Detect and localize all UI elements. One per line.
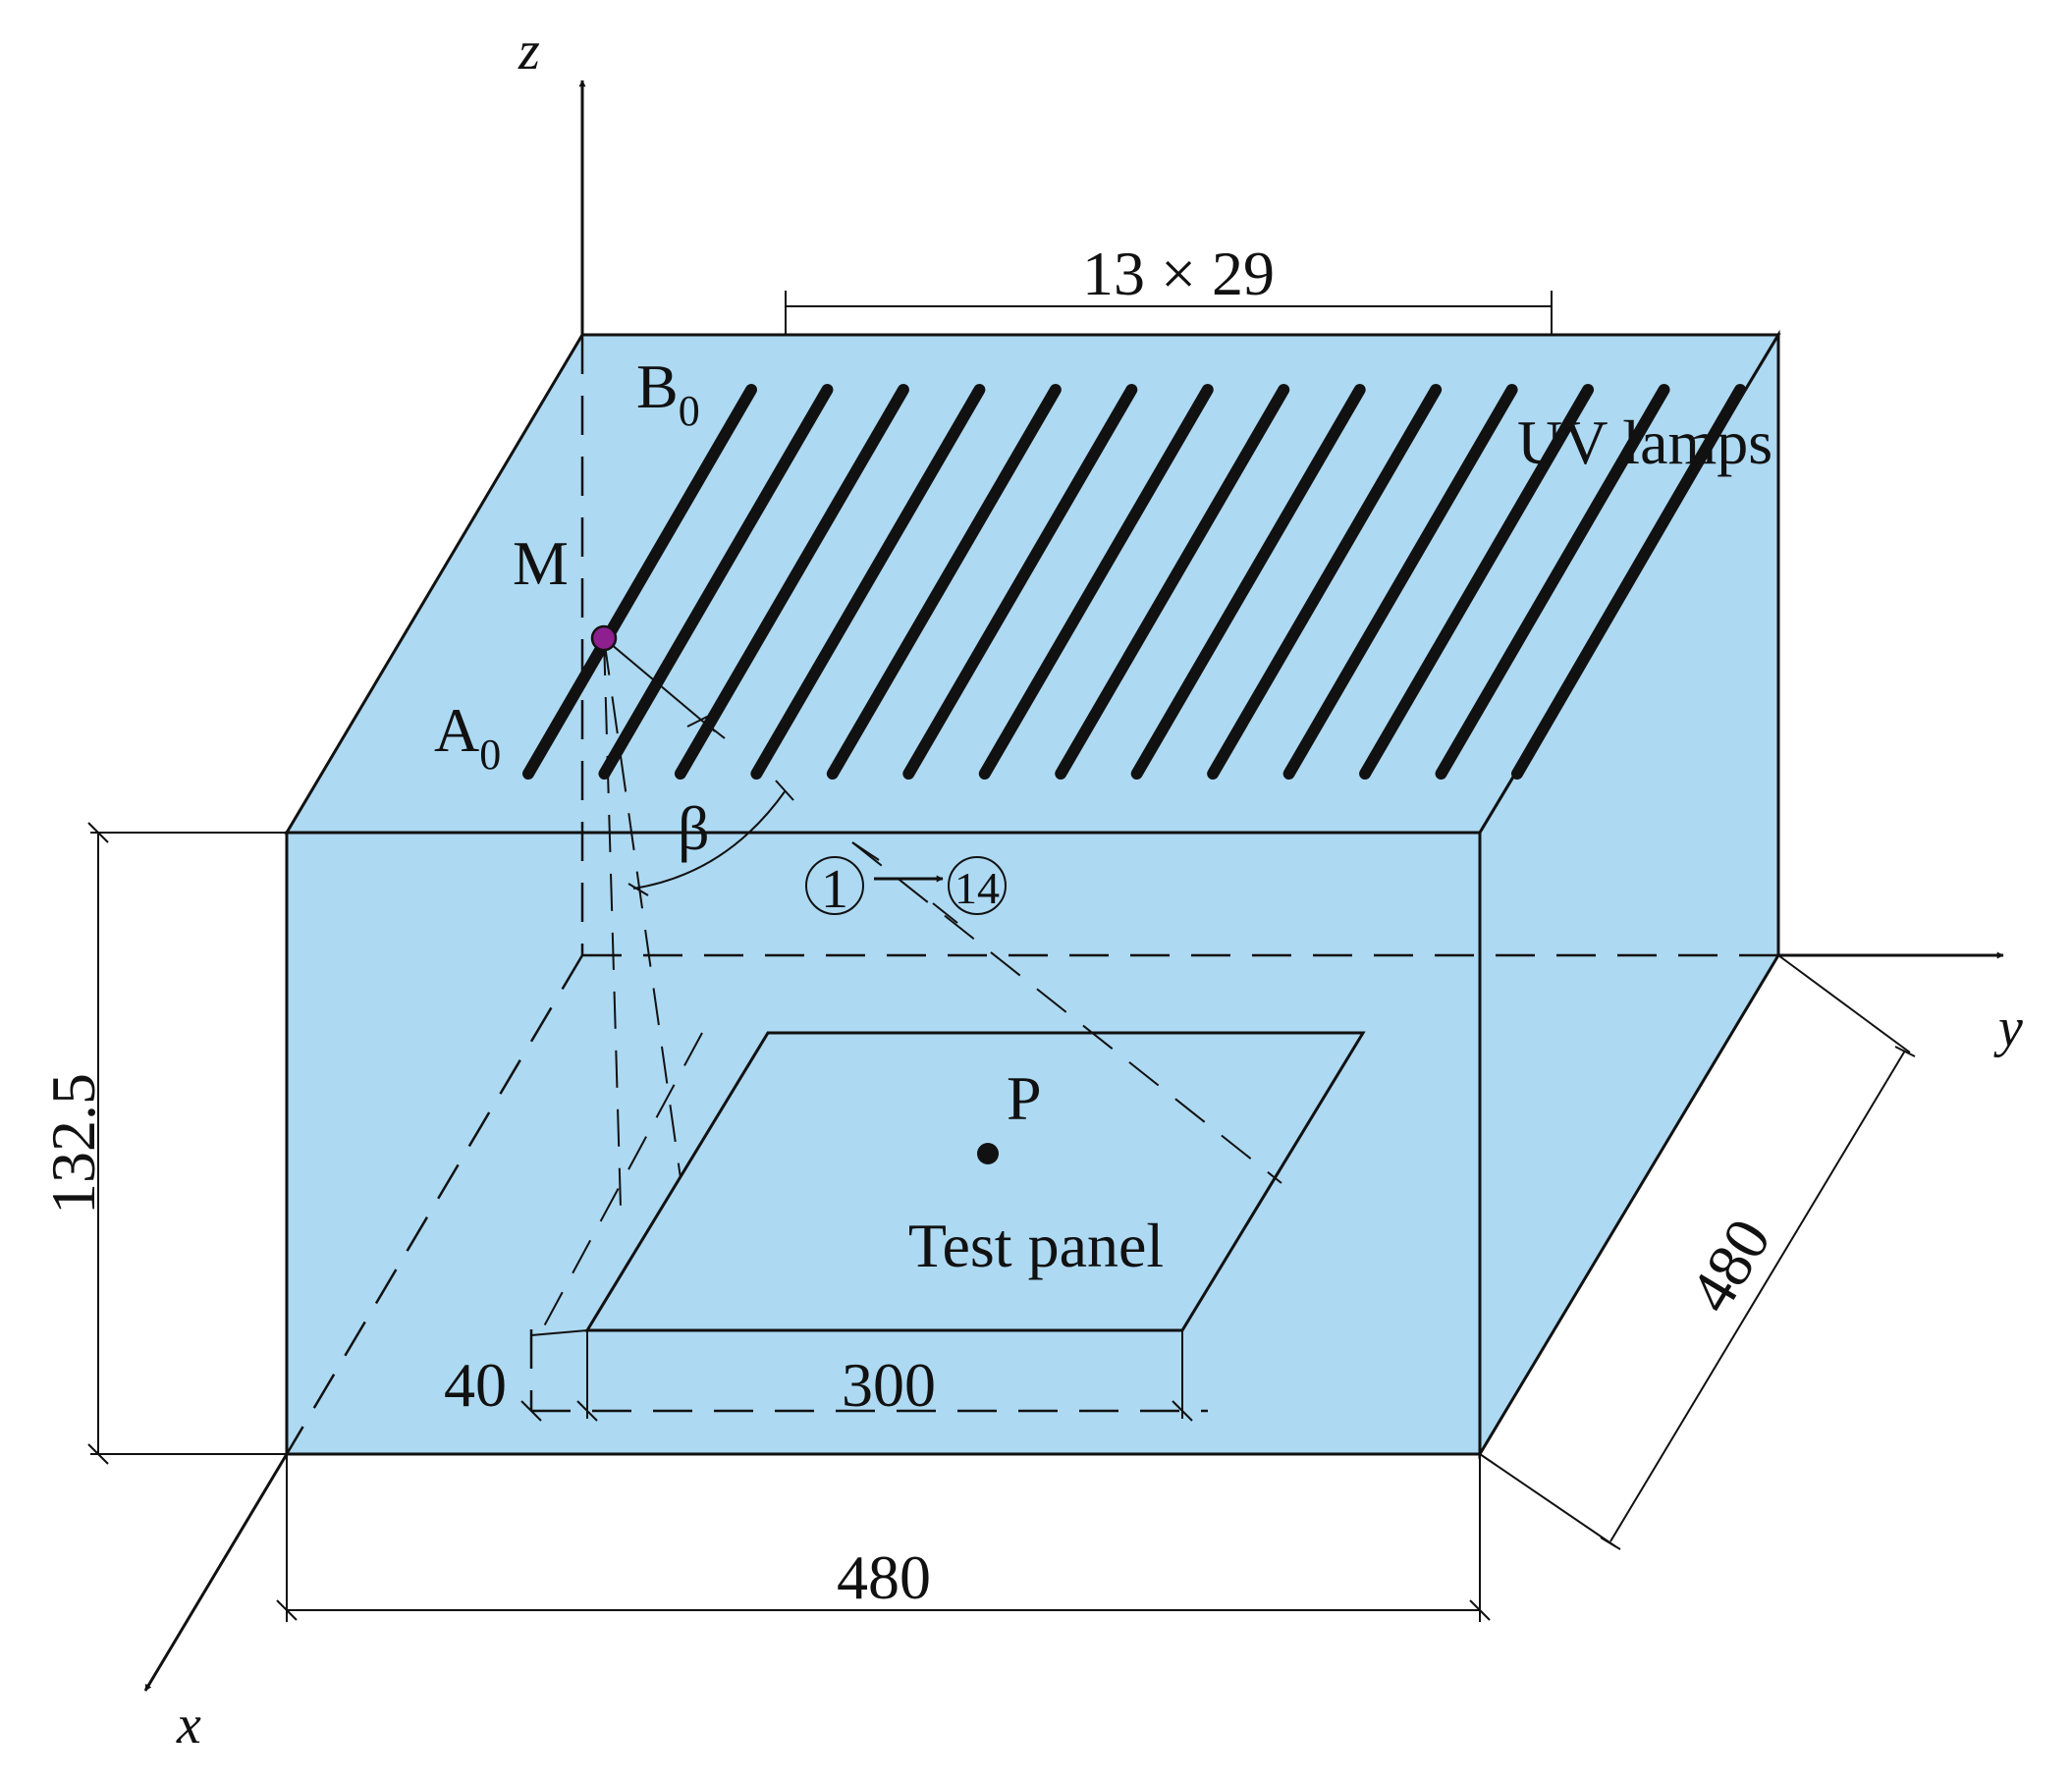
p-label: P xyxy=(1007,1063,1042,1133)
x-axis xyxy=(143,1453,289,1692)
uv-lamp-11 xyxy=(1282,384,1518,780)
width-dimension xyxy=(276,1454,1491,1622)
b0-label: B0 xyxy=(636,351,700,435)
sequence-end-label: 14 xyxy=(954,863,1000,913)
lamp-spacing-label: 13 × 29 xyxy=(1082,239,1275,308)
uv-lamp-13 xyxy=(1435,384,1670,780)
uv-lamp-7 xyxy=(978,384,1214,780)
sequence-start-circle xyxy=(805,856,864,915)
beta-label: β xyxy=(678,793,710,863)
height-dimension xyxy=(87,822,287,1465)
ray-lines xyxy=(537,637,1282,1338)
point-m xyxy=(590,624,618,652)
uv-lamp-9 xyxy=(1130,384,1366,780)
depth-label: 480 xyxy=(1675,1207,1783,1323)
x-axis-label: x xyxy=(176,1695,201,1755)
panel-width-label: 300 xyxy=(842,1350,936,1420)
uv-lamp-6 xyxy=(902,384,1138,780)
y-axis-label: y xyxy=(1993,998,2023,1058)
test-panel-label: Test panel xyxy=(908,1211,1164,1280)
panel-width-dimension xyxy=(576,1330,1193,1422)
uv-lamp-2 xyxy=(598,384,834,780)
uv-lamp-1 xyxy=(522,384,757,780)
sequence-leaders xyxy=(851,841,958,924)
uv-lamps-label: UV lamps xyxy=(1517,407,1772,477)
uv-lamp-3 xyxy=(674,384,909,780)
lamp-spacing-dimension xyxy=(785,291,1553,334)
uv-lamp-10 xyxy=(1207,384,1443,780)
m-label: M xyxy=(513,528,569,598)
uv-lamp-8 xyxy=(1055,384,1290,780)
sequence-end-circle xyxy=(948,856,1007,915)
uv-lamp-14 xyxy=(1511,384,1746,780)
height-label: 132.5 xyxy=(38,1073,108,1215)
z-axis-label: z xyxy=(518,21,540,81)
sequence-start-label: 1 xyxy=(821,859,848,920)
width-label: 480 xyxy=(837,1542,931,1612)
depth-dimension xyxy=(1479,954,1916,1550)
point-p xyxy=(977,1143,999,1164)
a0-label: A0 xyxy=(434,695,501,779)
panel-offset-label: 40 xyxy=(444,1350,507,1420)
box-front-face xyxy=(285,831,1482,1456)
uv-lamp-12 xyxy=(1359,384,1595,780)
uv-lamp-5 xyxy=(826,384,1062,780)
panel-offset-dimension xyxy=(520,1329,588,1422)
uv-lamps xyxy=(522,384,1746,780)
hidden-edges xyxy=(285,335,1778,1455)
uv-lamp-4 xyxy=(750,384,986,780)
